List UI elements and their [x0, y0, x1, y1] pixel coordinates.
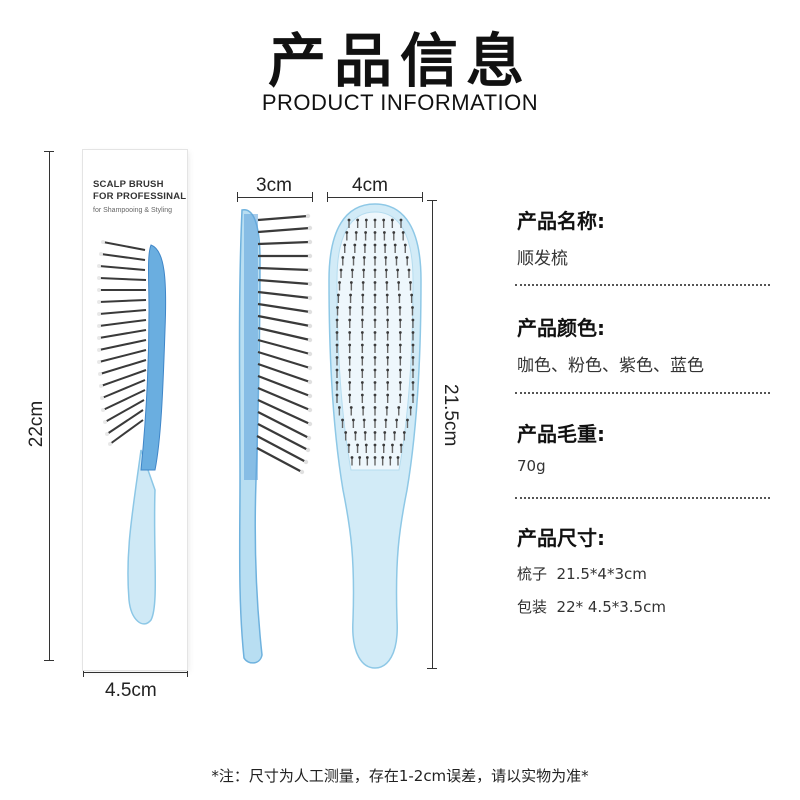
side-width-tick-right — [312, 192, 313, 202]
info-weight-section: 产品毛重: 70g — [517, 418, 605, 475]
box-text-line2: FOR PROFESSINAL — [93, 191, 187, 202]
color-value: 咖色、粉色、紫色、蓝色 — [517, 356, 704, 376]
title-chinese: 产品信息 — [267, 27, 532, 95]
weight-label: 产品毛重: — [517, 422, 605, 446]
name-value: 顺发梳 — [517, 249, 568, 269]
info-size-section: 产品尺寸: 梳子 21.5*4*3cm 包装 22* 4.5*3.5cm — [517, 522, 666, 617]
box-width-tick-right — [187, 667, 188, 677]
footnote: *注：尺寸为人工测量，存在1-2cm误差，请以实物为准* — [211, 767, 589, 785]
divider — [515, 392, 770, 394]
boxed-brush-image — [97, 240, 167, 625]
length-label: 21.5cm — [440, 384, 461, 447]
length-line — [432, 200, 433, 668]
box-text: SCALP BRUSH FOR PROFESSINAL — [93, 179, 186, 203]
color-label: 产品颜色: — [517, 316, 605, 340]
box-text-line3: for Shampooing & Styling — [93, 207, 172, 214]
weight-value: 70g — [517, 457, 546, 475]
front-width-line — [327, 197, 422, 198]
info-name-section: 产品名称: 顺发梳 — [517, 205, 605, 269]
divider — [515, 284, 770, 286]
box-width-line — [83, 672, 187, 673]
box-text-line1: SCALP BRUSH — [93, 179, 164, 190]
name-label: 产品名称: — [517, 209, 605, 233]
side-view-brush-image — [238, 209, 313, 664]
side-width-label: 3cm — [256, 175, 292, 196]
side-width-line — [237, 197, 312, 198]
info-color-section: 产品颜色: 咖色、粉色、紫色、蓝色 — [517, 312, 704, 376]
title-english: PRODUCT INFORMATION — [261, 90, 539, 115]
size-row-package: 包装 22* 4.5*3.5cm — [517, 598, 666, 616]
size-label: 产品尺寸: — [517, 526, 605, 550]
packaging-box: SCALP BRUSH FOR PROFESSINAL for Shampooi… — [83, 150, 187, 670]
box-height-tick-bottom — [44, 660, 54, 661]
front-view-brush-image — [328, 203, 422, 669]
size-row-brush: 梳子 21.5*4*3cm — [517, 565, 647, 583]
divider — [515, 497, 770, 499]
box-height-label: 22cm — [26, 400, 47, 448]
length-tick-bottom — [427, 668, 437, 669]
box-height-line — [49, 151, 50, 660]
box-width-label: 4.5cm — [105, 680, 157, 701]
front-width-label: 4cm — [352, 175, 388, 196]
front-width-tick-right — [422, 192, 423, 202]
